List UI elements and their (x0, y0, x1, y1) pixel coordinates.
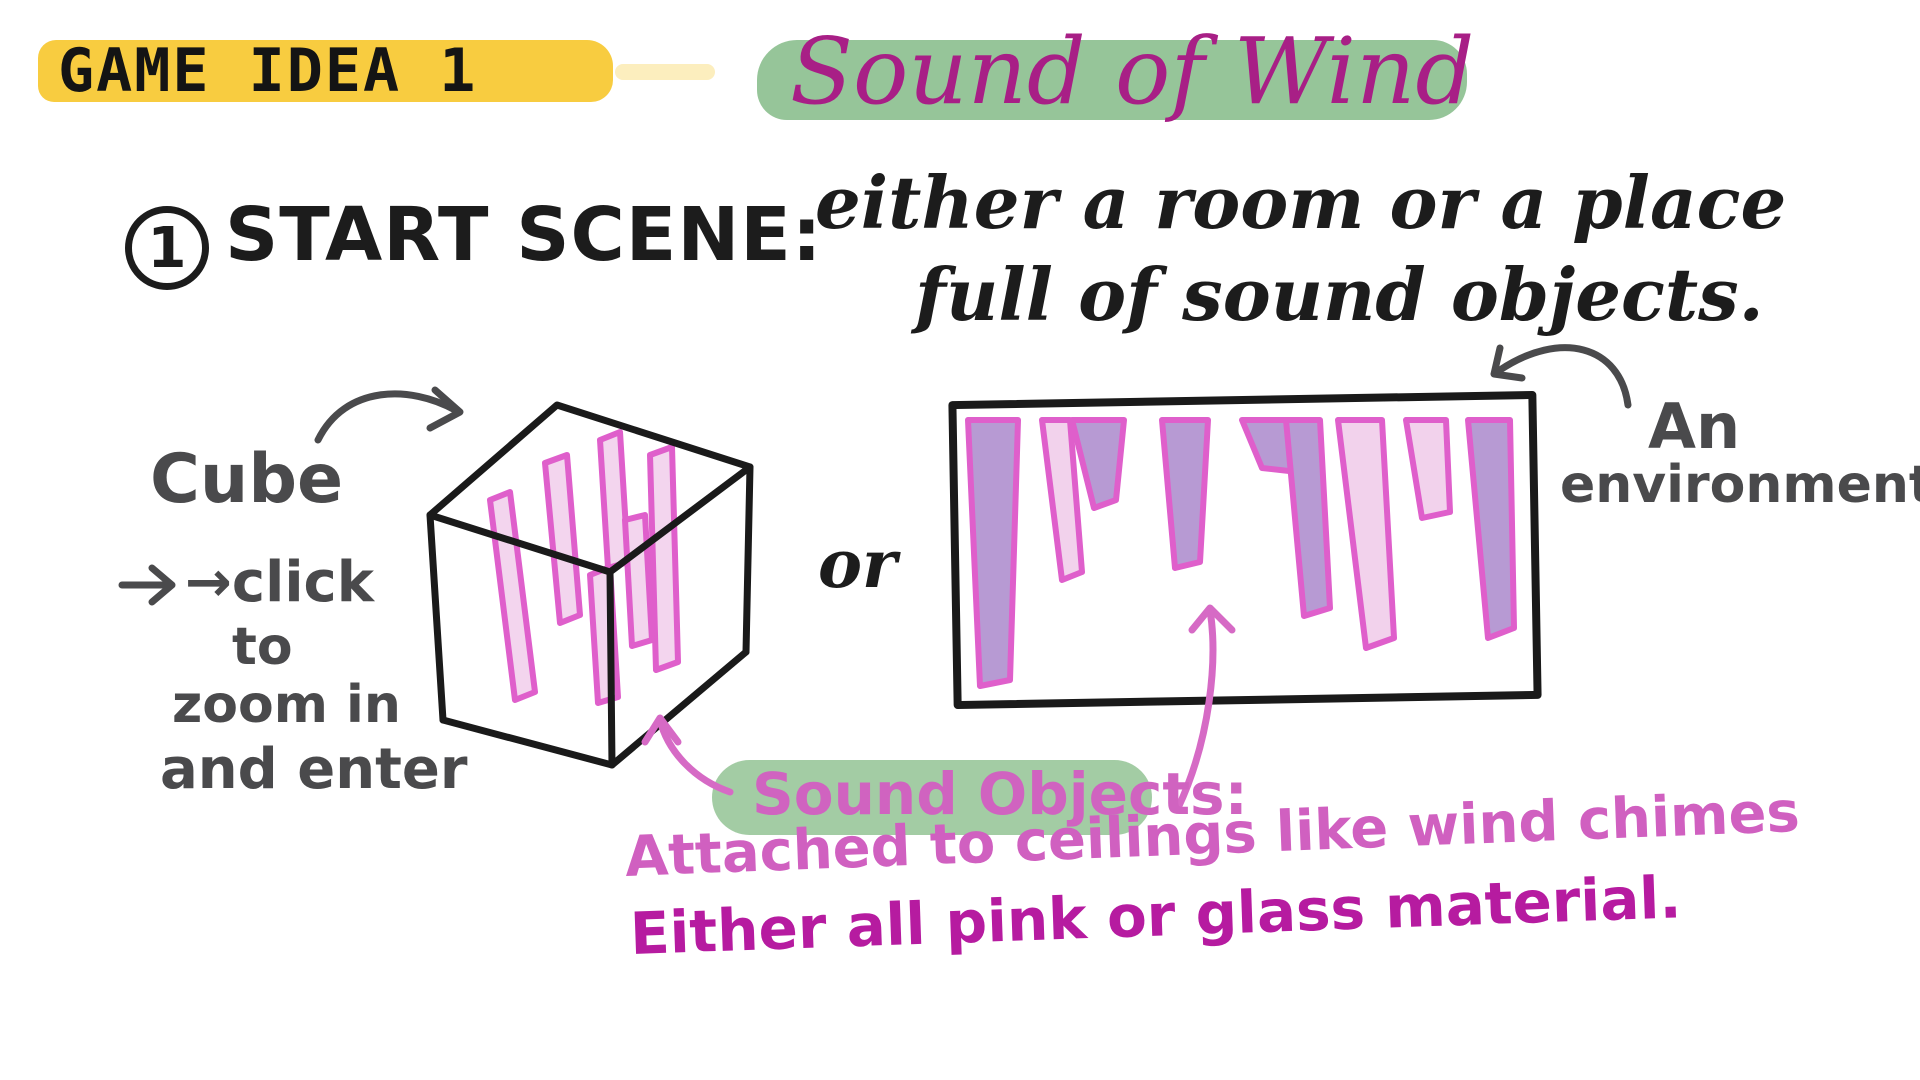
sound-objects-highlight (712, 760, 1152, 835)
step-description-line-2: full of sound objects. (915, 252, 1764, 337)
cube-note-line: to (232, 617, 293, 677)
cube-note-line: and enter (160, 737, 468, 802)
environment-label-line-1: An (1648, 390, 1741, 463)
step-description-line-1: either a room or a place (815, 160, 1787, 245)
cube-chime-arrow (656, 716, 734, 796)
environment-arrow (1496, 344, 1632, 409)
environment-sketch (948, 390, 1542, 710)
click-arrow (118, 564, 176, 606)
step-number-badge: 1 (125, 206, 209, 290)
env-chime-arrow (1174, 606, 1217, 812)
page-title: Sound of Wind (790, 18, 1475, 125)
cube-note-line: zoom in (172, 675, 401, 735)
cube-note-line: →click (185, 550, 374, 615)
cube-sketch (426, 401, 754, 769)
game-idea-highlight (38, 40, 613, 102)
cube-label: Cube (150, 440, 344, 519)
environment-label-line-2: environment (1560, 455, 1920, 515)
game-idea-label: GAME IDEA 1 (58, 36, 478, 106)
sound-objects-label: Sound Objects: (752, 760, 1248, 828)
title-highlight (757, 40, 1467, 120)
highlight-smudge (615, 64, 715, 80)
or-separator: or (818, 525, 897, 603)
environment-chimes (965, 417, 1517, 689)
cube-arrow (314, 390, 459, 444)
step-heading: START SCENE: (225, 192, 823, 278)
